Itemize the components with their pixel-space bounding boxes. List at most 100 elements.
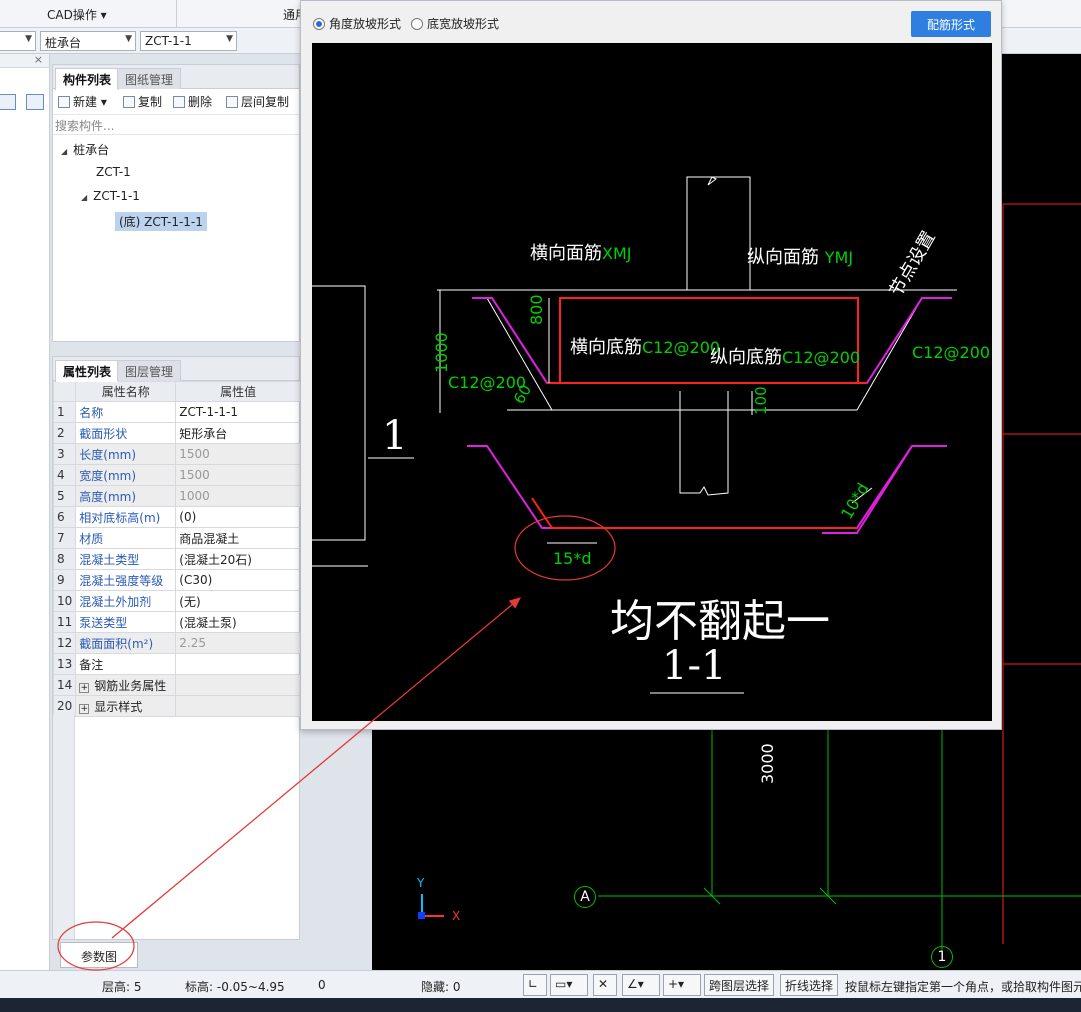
delete-button[interactable]: 删除 <box>173 93 212 110</box>
left-nav-header: × <box>0 53 49 68</box>
label-left-rebar: C12@200 <box>448 373 527 392</box>
component-toolbar: 新建 ▾ 复制 删除 层间复制 <box>53 89 299 115</box>
note-no-bend-up: 均不翻起一 <box>610 596 830 647</box>
label-transverse-top-bar: 横向面筋XMJ <box>530 243 632 264</box>
y-axis-label: Y <box>417 876 425 890</box>
status-hidden-count: 隐藏: 0 <box>421 980 461 994</box>
tab-component-list[interactable]: 构件列表 <box>55 68 120 90</box>
tab-drawing-management[interactable]: 图纸管理 <box>117 68 182 89</box>
offset-icon[interactable]: +▾ <box>663 974 701 996</box>
component-type-select[interactable]: 桩承台▼ <box>40 31 136 51</box>
table-row[interactable]: 20+显示样式 <box>52 695 301 717</box>
expand-icon[interactable]: ◢ <box>81 193 88 202</box>
header-index <box>52 381 77 402</box>
label-transverse-bottom-bar: 横向底筋C12@200 <box>570 337 721 358</box>
parameter-diagram-tab[interactable]: 参数图 <box>60 942 138 968</box>
component-tabbar: 构件列表 图纸管理 <box>53 65 299 90</box>
ribbon-divider <box>176 0 177 28</box>
chevron-down-icon: ▼ <box>125 34 132 44</box>
header-property-value: 属性值 <box>175 381 301 402</box>
floor-copy-button[interactable]: 层间复制 <box>226 93 289 110</box>
component-list-panel: 构件列表 图纸管理 新建 ▾ 复制 删除 层间复制 搜索构件... ◢桩承台 Z… <box>52 64 300 342</box>
chevron-down-icon: ▼ <box>25 34 32 44</box>
rebar-config-button[interactable]: 配筋形式 <box>911 11 991 37</box>
angle-icon[interactable]: ∠▾ <box>622 974 660 996</box>
os-taskbar <box>0 998 1081 1012</box>
label-longitudinal-top-bar: 纵向面筋 YMJ <box>747 247 854 268</box>
pile-cap-section-drawing: 横向面筋XMJ 纵向面筋 YMJ 节点设置 800 1000 横向底筋C12@2… <box>312 43 992 721</box>
expand-icon[interactable]: ◢ <box>61 147 68 156</box>
label-right-rebar: C12@200 <box>912 343 991 362</box>
axis-label-1: 1 <box>931 946 953 968</box>
tab-layer-management[interactable]: 图层管理 <box>117 360 182 381</box>
list-view-icon[interactable] <box>0 94 16 110</box>
tab-property-list[interactable]: 属性列表 <box>55 360 120 382</box>
dimension-3000: 3000 <box>758 743 777 784</box>
property-tabbar: 属性列表 图层管理 <box>53 357 299 382</box>
status-elevation: 标高: -0.05~4.95 <box>185 980 285 994</box>
tree-node-zct-1-1-1[interactable]: (底) ZCT-1-1-1 <box>115 212 207 231</box>
status-hint: 按鼠标左键指定第一个角点，或拾取构件图元 <box>845 980 1081 994</box>
floor-copy-icon <box>226 96 238 108</box>
floor-select[interactable]: ▼ <box>0 31 36 51</box>
menu-cad-operations[interactable]: CAD操作 ▾ <box>47 8 107 22</box>
radio-unselected-icon[interactable] <box>411 18 423 30</box>
left-nav-panel: × <box>0 53 50 970</box>
status-bar: 层高: 5 标高: -0.05~4.95 0 隐藏: 0 ∟ ▭▾ ✕ ∠▾ +… <box>0 970 1081 998</box>
label-longitudinal-bottom-bar: 纵向底筋C12@200 <box>710 347 861 368</box>
component-code-select[interactable]: ZCT-1-1▼ <box>140 31 237 51</box>
snap-off-icon[interactable]: ✕ <box>593 974 617 996</box>
row-index-gutter <box>53 715 75 939</box>
close-icon[interactable]: × <box>33 53 43 66</box>
radio-angle-slope[interactable]: 角度放坡形式 <box>313 15 401 32</box>
radio-width-slope[interactable]: 底宽放坡形式 <box>411 15 499 32</box>
delete-icon <box>173 96 185 108</box>
status-floor-height: 层高: 5 <box>102 980 142 994</box>
chevron-down-icon: ▼ <box>226 34 233 44</box>
new-icon <box>58 96 70 108</box>
cross-layer-select-button[interactable]: 跨图层选择 <box>704 974 775 996</box>
card-view-icon[interactable] <box>26 94 44 110</box>
new-button[interactable]: 新建 ▾ <box>58 93 107 110</box>
expand-plus-icon[interactable]: + <box>79 703 90 714</box>
property-header-row: 属性名称 属性值 <box>52 381 301 402</box>
ortho-icon[interactable]: ∟ <box>523 974 547 996</box>
parameter-diagram-popup: 角度放坡形式 底宽放坡形式 配筋形式 <box>300 0 1002 730</box>
section-drawing-lines <box>312 176 957 694</box>
component-search-input[interactable]: 搜索构件... <box>53 115 299 135</box>
tree-node-root[interactable]: ◢桩承台 <box>61 143 110 157</box>
copy-icon <box>123 96 135 108</box>
tree-node-zct-1[interactable]: ZCT-1 <box>96 165 131 179</box>
header-property-name: 属性名称 <box>75 381 177 402</box>
dimension-100: 100 <box>752 386 770 415</box>
label-15d: 15*d <box>553 549 592 568</box>
polyline-select-button[interactable]: 折线选择 <box>780 974 839 996</box>
expand-plus-icon[interactable]: + <box>79 682 90 693</box>
select-box-icon[interactable]: ▭▾ <box>550 974 588 996</box>
x-axis-label: X <box>452 909 461 923</box>
dimension-1000: 1000 <box>432 332 451 373</box>
tree-node-zct-1-1[interactable]: ◢ZCT-1-1 <box>81 189 140 203</box>
copy-button[interactable]: 复制 <box>123 93 162 110</box>
dimension-800: 800 <box>527 294 546 325</box>
axis-label-a: A <box>574 886 596 908</box>
section-title: 1-1 <box>662 643 727 689</box>
table-row[interactable]: 14+钢筋业务属性 <box>52 674 301 696</box>
status-zero: 0 <box>318 978 326 992</box>
radio-selected-icon[interactable] <box>313 18 325 30</box>
